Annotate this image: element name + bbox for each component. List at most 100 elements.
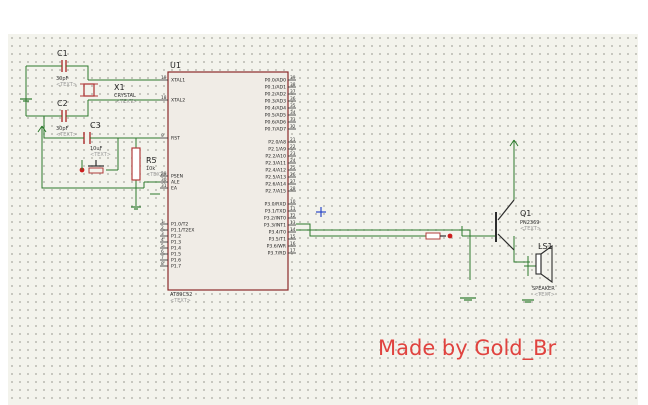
q1-part: PN2369 xyxy=(520,220,539,226)
pin-number: 35 xyxy=(290,103,296,109)
u1-pin[interactable]: P0.7/AD7 32 xyxy=(265,124,296,133)
q1-ref: Q1 xyxy=(520,209,531,218)
ground-left-icon xyxy=(20,98,32,102)
u1-pin[interactable]: P2.6/A14 27 xyxy=(265,179,296,188)
crystal-x1[interactable]: X1 CRYSTAL <TEXT> xyxy=(80,83,137,105)
pin-number: 3 xyxy=(161,231,164,237)
transistor-q1[interactable]: Q1 PN2369 <TEXT> xyxy=(495,199,541,251)
placement-cursor-icon xyxy=(316,207,326,217)
capacitor-c2[interactable]: C2 30pF <TEXT> xyxy=(56,99,77,138)
pin-name: P3.4/T0 xyxy=(269,230,286,236)
x1-value: CRYSTAL xyxy=(114,93,136,99)
pin-name: P2.6/A14 xyxy=(265,182,286,188)
pin-number: 32 xyxy=(290,124,296,130)
pin-name: P2.3/A11 xyxy=(265,161,286,167)
pin-name: P3.2/INT0 xyxy=(264,216,286,222)
pin-name: P0.1/AD1 xyxy=(265,85,286,91)
pin-number: 2 xyxy=(161,225,164,231)
pin-name: P1.1/T2EX xyxy=(171,228,194,234)
pin-name: P3.1/TXD xyxy=(265,209,287,215)
capacitor-c3[interactable]: C3 10uF <TEXT> xyxy=(82,121,111,158)
pin-name: P0.0/AD0 xyxy=(265,78,286,84)
ls1-ref: LS1 xyxy=(538,242,553,251)
u1-pin[interactable]: 3P1.2 xyxy=(160,231,181,240)
pin-number: 27 xyxy=(290,179,296,185)
pin-name: P0.7/AD7 xyxy=(265,127,286,133)
pin-name: RST xyxy=(171,136,180,142)
resistor-r5[interactable]: R5 10k <TEXT> xyxy=(131,147,167,181)
r5-text: <TEXT> xyxy=(146,172,167,178)
u1-pin[interactable]: P0.4/AD4 35 xyxy=(265,103,296,112)
pin-name: P1.6 xyxy=(171,258,181,264)
u1-part: AT89C52 xyxy=(170,292,192,298)
pin-number: 23 xyxy=(290,151,296,157)
pin-name: P2.7/A15 xyxy=(265,189,286,195)
u1-pin[interactable]: 8P1.7 xyxy=(160,261,181,270)
pin-name: P0.5/AD5 xyxy=(265,113,286,119)
speaker-ls1[interactable]: LS1 SPEAKER <TEXT> xyxy=(532,242,555,298)
pin-name: P1.7 xyxy=(171,264,181,270)
u1-pin[interactable]: 6P1.5 xyxy=(160,249,181,258)
push-switch[interactable] xyxy=(420,232,453,240)
pin-name: P0.4/AD4 xyxy=(265,106,286,112)
pin-name: P1.0/T2 xyxy=(171,222,188,228)
u1-pin[interactable]: 4P1.3 xyxy=(160,237,181,246)
pin-name: P1.5 xyxy=(171,252,181,258)
pin-number: 8 xyxy=(161,261,164,267)
pin-number: 9 xyxy=(161,133,164,139)
supply-markers xyxy=(37,125,519,147)
pin-number: 25 xyxy=(290,165,296,171)
c2-value: 30pF xyxy=(56,126,69,132)
reset-button-icon[interactable] xyxy=(79,160,118,174)
microcontroller-u1[interactable]: U1 AT89C52 <TEXT> 19XTAL118XTAL29RST29PS… xyxy=(160,61,296,304)
x1-text: <TEXT> xyxy=(116,99,137,105)
pin-name: P2.0/A8 xyxy=(268,140,286,146)
pin-name: P2.5/A13 xyxy=(265,175,286,181)
u1-pin[interactable]: 5P1.4 xyxy=(160,243,181,252)
capacitor-c1[interactable]: C1 30pF <TEXT> xyxy=(56,49,77,88)
u1-pin[interactable]: 7P1.6 xyxy=(160,255,181,264)
pin-number: 7 xyxy=(161,255,164,261)
c2-ref: C2 xyxy=(57,99,68,108)
pin-number: 17 xyxy=(290,248,296,254)
pin-name: P0.6/AD6 xyxy=(265,120,286,126)
pin-name: EA xyxy=(171,186,178,192)
c3-ref: C3 xyxy=(90,121,101,130)
u1-pin[interactable]: 1P1.0/T2 xyxy=(160,219,188,228)
u1-ref: U1 xyxy=(170,61,181,70)
u1-pin[interactable]: 2P1.1/T2EX xyxy=(160,225,194,234)
pin-number: 15 xyxy=(290,234,296,240)
pin-name: P3.0/RXD xyxy=(265,202,287,208)
pin-number: 36 xyxy=(290,96,296,102)
pin-number: 18 xyxy=(161,95,167,101)
pin-name: P1.3 xyxy=(171,240,181,246)
